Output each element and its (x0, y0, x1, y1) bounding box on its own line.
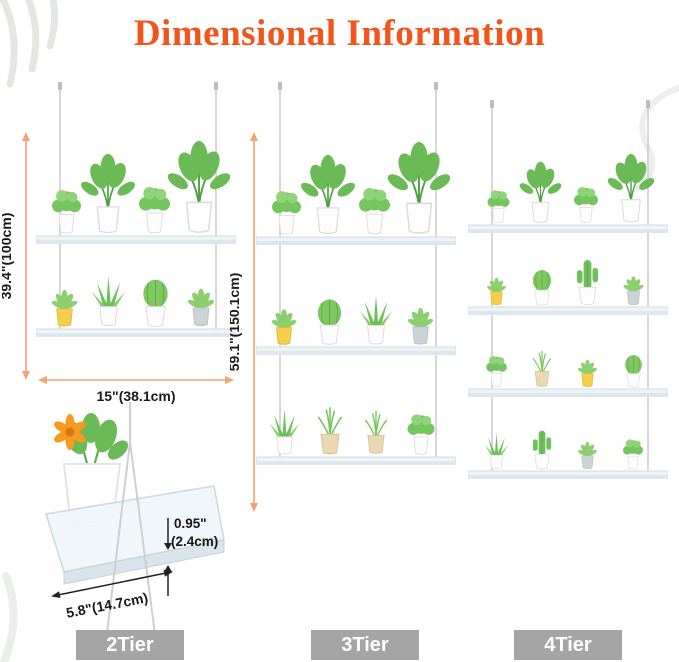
potted-plant-icon (484, 432, 509, 470)
potted-plant-icon (407, 413, 435, 455)
double-headed-arrow-icon (38, 376, 234, 384)
plant-row-middle (270, 294, 435, 345)
tier-badge-3tier: 3Tier (311, 630, 419, 660)
cable-hook-icon (58, 82, 218, 90)
dimension-2tier-width: 15"(38.1cm) (38, 376, 234, 404)
potted-plant-icon (271, 190, 302, 235)
shelf-unit-3tier (256, 82, 456, 465)
plant-row-bottom (269, 407, 435, 455)
dimension-label-2tier-width: 15"(38.1cm) (96, 388, 175, 404)
potted-plant-icon (142, 279, 169, 327)
potted-plant-icon (358, 187, 391, 235)
hanging-cable-icon (279, 84, 437, 465)
depth-label: 5.8"(14.7cm) (65, 589, 149, 621)
potted-plant-icon (364, 410, 388, 455)
potted-plant-icon (576, 359, 599, 387)
potted-plant-icon (165, 140, 233, 234)
orange-daisy-icon (54, 414, 86, 450)
page-title: Dimensional Information (133, 13, 546, 54)
potted-plant-icon (532, 430, 552, 470)
plant-row-3 (485, 350, 643, 388)
shelf-unit-2tier (36, 82, 236, 337)
plant-row-top (271, 141, 453, 235)
plant-row-top (51, 140, 233, 234)
potted-plant-icon (487, 189, 510, 224)
cable-hook-icon (490, 100, 650, 108)
potted-plant-icon (91, 275, 126, 327)
potted-plant-icon (385, 141, 453, 235)
hanging-cable-icon (105, 402, 157, 643)
plant-row-1 (487, 153, 656, 224)
thickness-label-inches: 0.95" (174, 516, 207, 531)
acrylic-shelf-icon (36, 235, 236, 337)
hanging-cable-icon (491, 102, 649, 479)
acrylic-shelf-icon (256, 236, 456, 465)
potted-plant-icon (406, 307, 435, 345)
potted-plant-icon (138, 186, 171, 234)
double-headed-arrow-icon (250, 132, 258, 512)
depth-dimension-arrow-icon (51, 570, 173, 598)
potted-plant-icon (624, 354, 643, 388)
double-headed-arrow-icon (22, 132, 30, 380)
shelf-unit-4tier (468, 100, 668, 479)
plant-row-2 (485, 259, 645, 306)
acrylic-shelf-icon (468, 224, 668, 479)
potted-plant-icon (269, 408, 300, 455)
potted-plant-icon (622, 275, 645, 306)
potted-plant-icon (518, 161, 563, 224)
tier-badge-2tier: 2Tier (76, 630, 184, 660)
potted-plant-icon (317, 407, 343, 455)
cable-hook-icon (278, 82, 438, 90)
potted-plant-icon (576, 441, 599, 469)
thickness-label-cm: (2.4cm) (171, 534, 218, 549)
potted-plant-icon (622, 439, 644, 470)
potted-plant-icon (576, 259, 599, 306)
potted-plant-icon (270, 308, 298, 345)
dimension-2tier-height: 39.4"(100cm) (2, 132, 30, 380)
potted-plant-icon (79, 153, 137, 234)
dimension-label-3tier-height: 59.1"(150.1cm) (230, 273, 242, 371)
decorative-leaf-top-left (0, 0, 59, 88)
potted-plant-icon (50, 289, 79, 327)
potted-plant-icon (532, 350, 552, 388)
potted-plant-icon (299, 154, 357, 235)
potted-plant-icon (573, 186, 599, 223)
plant-row-4 (484, 430, 644, 470)
plant-row-bottom (50, 275, 216, 327)
acrylic-panel-icon (45, 485, 225, 585)
shelf-corner-detail: 0.95" (2.4cm) 5.8"(14.7cm) (45, 402, 225, 643)
potted-plant-icon (485, 355, 508, 387)
dimension-label-2tier-height: 39.4"(100cm) (2, 213, 14, 300)
potted-plant-icon (186, 288, 216, 327)
potted-plant-icon (51, 189, 82, 234)
potted-plant-icon (485, 277, 508, 305)
tier-badge-4tier: 4Tier (514, 630, 622, 660)
potted-plant-icon (317, 298, 342, 345)
potted-plant-icon (359, 294, 393, 345)
decorative-leaf-bottom-left (0, 572, 18, 662)
dimension-3tier-height: 59.1"(150.1cm) (230, 132, 258, 512)
potted-plant-icon (532, 269, 552, 306)
thickness-dimension-arrow-icon (164, 518, 172, 596)
